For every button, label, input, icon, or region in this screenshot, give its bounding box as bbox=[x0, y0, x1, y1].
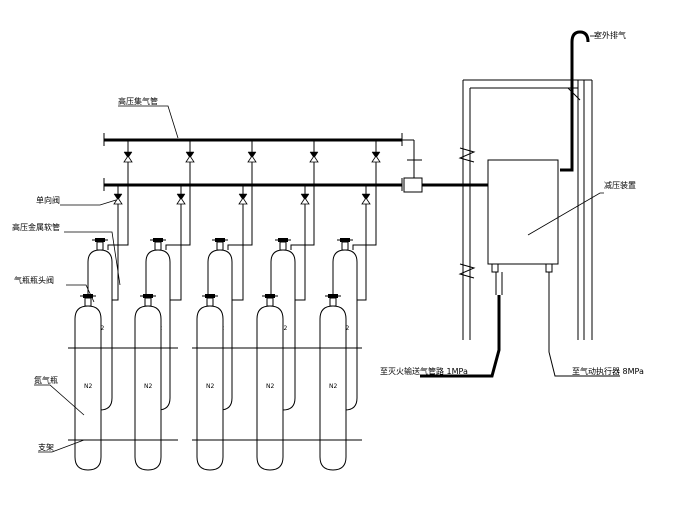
label-cylinder: 氮气瓶 bbox=[34, 375, 58, 385]
front-cylinder-2-gas-label: N2 bbox=[206, 383, 214, 390]
label-high-pressure-hose: 高压金属软管 bbox=[12, 222, 60, 232]
fixing-frame-rails bbox=[68, 347, 362, 441]
hose-upper-4 bbox=[352, 162, 377, 250]
upper-check-valve-2 bbox=[247, 151, 257, 159]
pressure-regulator-box bbox=[487, 159, 559, 265]
front-cylinder-1 bbox=[134, 305, 162, 471]
lower-check-valve-4 bbox=[361, 193, 371, 201]
upper-check-valve-1-lower bbox=[185, 155, 195, 163]
front-cylinder-2-neck bbox=[206, 297, 214, 307]
label-pressure-regulator: 减压装置 bbox=[604, 180, 636, 190]
lower-check-valve-1 bbox=[176, 193, 186, 201]
leader-lines bbox=[34, 35, 604, 453]
upper-check-valve-3-lower bbox=[309, 155, 319, 163]
lower-check-valve-2-lower bbox=[238, 197, 248, 205]
outlet-pipes bbox=[420, 272, 620, 378]
upper-check-valve-3 bbox=[309, 151, 319, 159]
upper-check-valve-4-lower bbox=[371, 155, 381, 163]
upper-check-valve-1 bbox=[185, 151, 195, 159]
upper-check-valve-0-lower bbox=[123, 155, 133, 163]
front-cylinder-0 bbox=[74, 305, 102, 471]
front-cylinder-3-neck bbox=[266, 297, 274, 307]
labels: 高压集气管 单向阀 高压金属软管 气瓶瓶头阀 氮气瓶 支架 室外排气 减压装置 … bbox=[12, 30, 644, 452]
front-cylinder-2 bbox=[196, 305, 224, 471]
back-cylinder-1-neck bbox=[154, 241, 162, 251]
upper-manifold bbox=[103, 133, 403, 146]
front-cylinder-3-gas-label: N2 bbox=[266, 383, 274, 390]
hose-upper-3 bbox=[290, 162, 315, 250]
vent-pipe bbox=[560, 30, 590, 172]
front-cylinder-3 bbox=[256, 305, 284, 471]
lower-check-valve-0 bbox=[113, 193, 123, 201]
hose-upper-1 bbox=[165, 162, 191, 250]
label-cylinder-valve: 气瓶瓶头阀 bbox=[14, 275, 54, 285]
back-cylinder-4-neck bbox=[341, 241, 349, 251]
label-vent: 室外排气 bbox=[594, 30, 626, 40]
back-cylinder-2-neck bbox=[216, 241, 224, 251]
manifold-connector bbox=[402, 139, 423, 193]
front-cylinder-1-neck bbox=[144, 297, 152, 307]
lower-check-valve-1-lower bbox=[176, 197, 186, 205]
front-cylinder-4-gas-label: N2 bbox=[329, 383, 337, 390]
lower-check-valve-0-lower bbox=[113, 197, 123, 205]
cylinder-bank: N2N2N2N2N2N2N2N2N2N2 bbox=[74, 140, 381, 471]
lower-manifold bbox=[103, 178, 403, 191]
hose-upper-2 bbox=[227, 162, 253, 250]
lower-check-valve-3 bbox=[300, 193, 310, 201]
upper-check-valve-4 bbox=[371, 151, 381, 159]
back-cylinder-0-neck bbox=[96, 241, 104, 251]
label-outlet-low: 至灭火输送气管路 1MPa bbox=[380, 366, 468, 376]
front-cylinder-4-neck bbox=[329, 297, 337, 307]
front-cylinder-0-neck bbox=[84, 297, 92, 307]
label-high-pressure-manifold: 高压集气管 bbox=[118, 96, 158, 106]
upper-check-valve-0 bbox=[123, 151, 133, 159]
lower-check-valve-3-lower bbox=[300, 197, 310, 205]
front-cylinder-0-gas-label: N2 bbox=[84, 383, 92, 390]
label-fixing-frame: 支架 bbox=[38, 442, 54, 452]
label-outlet-high: 至气动执行器 8MPa bbox=[572, 366, 644, 376]
lower-check-valve-4-lower bbox=[361, 197, 371, 205]
label-check-valve: 单向阀 bbox=[36, 195, 60, 205]
lower-check-valve-2 bbox=[238, 193, 248, 201]
front-cylinder-1-gas-label: N2 bbox=[144, 383, 152, 390]
upper-check-valve-2-lower bbox=[247, 155, 257, 163]
back-cylinder-3-neck bbox=[279, 241, 287, 251]
front-cylinder-4 bbox=[319, 305, 347, 471]
